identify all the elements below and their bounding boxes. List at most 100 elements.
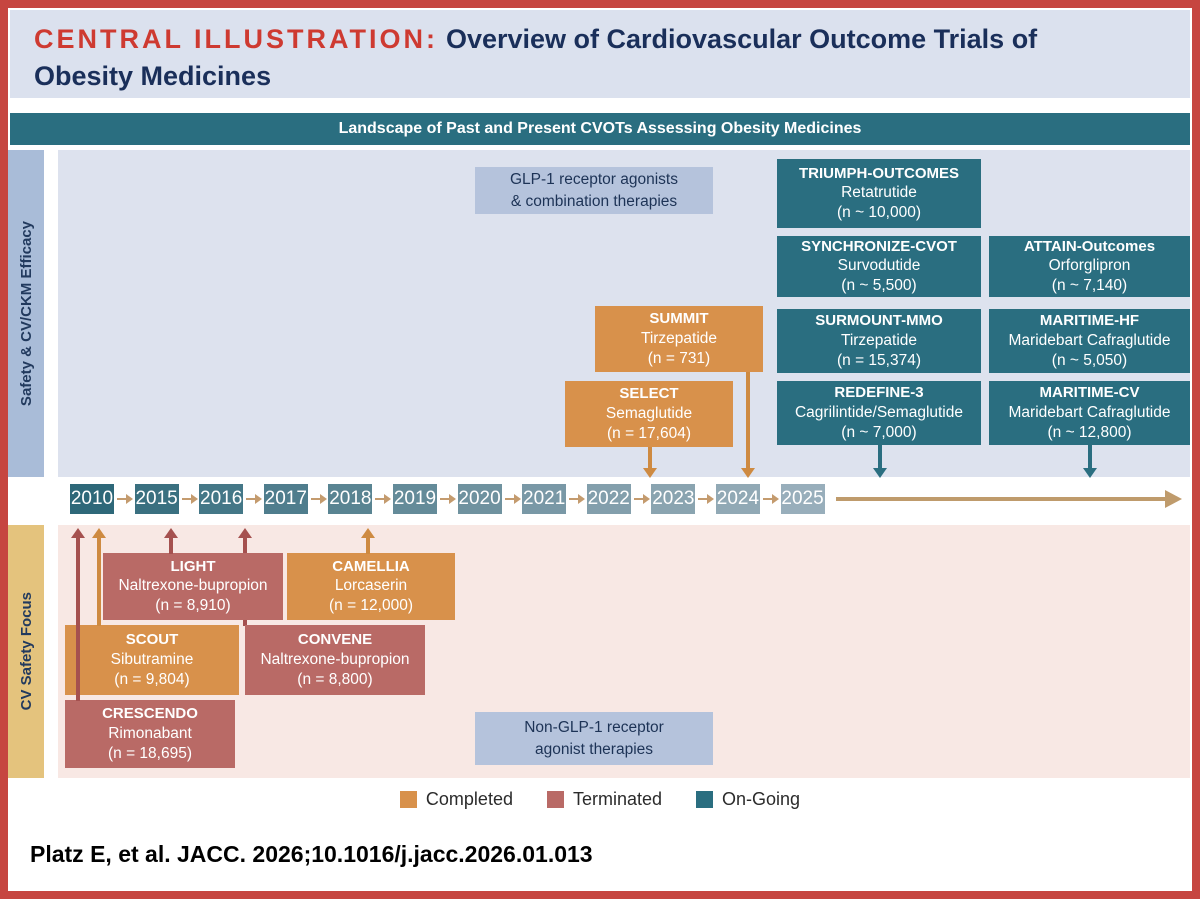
trial-drug: Survodutide <box>837 257 921 275</box>
central-illustration-label: CENTRAL ILLUSTRATION: <box>34 24 438 54</box>
legend-item-terminated: Terminated <box>546 789 663 810</box>
trial-box-redefine-3: REDEFINE-3 Cagrilintide/Semaglutide (n ~… <box>777 381 981 445</box>
trial-n: (n = 8,800) <box>297 670 373 688</box>
sidebar-label-cv-safety-text: CV Safety Focus <box>17 592 35 711</box>
section-banner: Landscape of Past and Present CVOTs Asse… <box>10 113 1190 145</box>
status-legend: Completed Terminated On-Going <box>0 789 1200 810</box>
trial-drug: Naltrexone-bupropion <box>118 577 268 595</box>
trial-n: (n = 9,804) <box>114 670 190 688</box>
figure-title: CENTRAL ILLUSTRATION:Overview of Cardiov… <box>10 10 1139 96</box>
right-arrow-icon <box>246 494 263 503</box>
trial-n: (n = 8,910) <box>155 597 231 615</box>
right-arrow-icon <box>439 494 456 503</box>
right-arrow-icon <box>375 494 392 503</box>
crescendo-up-arrow-icon <box>71 528 84 701</box>
trial-name: TRIUMPH-OUTCOMES <box>799 164 959 182</box>
terminated-swatch-icon <box>546 791 564 808</box>
timeline: 2010 2015 2016 2017 2018 2019 2020 2021 … <box>70 484 845 514</box>
timeline-year-2018: 2018 <box>328 484 373 514</box>
trial-box-surmount-mmo: SURMOUNT-MMO Tirzepatide (n = 15,374) <box>777 309 981 373</box>
trial-n: (n ~ 5,500) <box>841 277 917 295</box>
trial-name: LIGHT <box>170 557 216 575</box>
sidebar-label-efficacy: Safety & CV/CKM Efficacy <box>8 150 44 477</box>
glp1-label-line1: GLP-1 receptor agonists <box>509 170 678 188</box>
citation: Platz E, et al. JACC. 2026;10.1016/j.jac… <box>30 841 593 867</box>
trial-box-attain-outcomes: ATTAIN-Outcomes Orforglipron (n ~ 7,140) <box>989 236 1190 297</box>
trial-drug: Orforglipron <box>1048 257 1131 275</box>
timeline-year-2022: 2022 <box>586 484 631 514</box>
title-band: CENTRAL ILLUSTRATION:Overview of Cardiov… <box>10 10 1190 98</box>
right-arrow-icon <box>569 494 586 503</box>
trial-n: (n ~ 12,800) <box>1047 423 1132 441</box>
timeline-future-arrow-icon <box>836 490 1182 507</box>
figure-title-text: Overview of Cardiovascular Outcome Trial… <box>34 24 1038 92</box>
trial-n: (n = 12,000) <box>328 597 414 615</box>
trial-box-select: SELECT Semaglutide (n = 17,604) <box>565 381 733 447</box>
non-glp1-label-line2: agonist therapies <box>534 740 654 758</box>
trial-name: SUMMIT <box>649 310 709 328</box>
legend-label: Terminated <box>572 789 663 809</box>
timeline-year-2019: 2019 <box>392 484 437 514</box>
trial-n: (n ~ 10,000) <box>836 204 922 222</box>
trial-name: CONVENE <box>297 631 373 649</box>
trial-name: SELECT <box>619 385 679 403</box>
trial-n: (n = 731) <box>647 349 711 367</box>
ongoing-swatch-icon <box>696 791 714 808</box>
trial-name: CAMELLIA <box>332 557 410 575</box>
trial-drug: Semaglutide <box>605 404 693 422</box>
legend-item-ongoing: On-Going <box>696 789 800 810</box>
timeline-year-2016: 2016 <box>199 484 244 514</box>
timeline-year-2020: 2020 <box>457 484 502 514</box>
redefine-down-arrow-icon <box>873 445 886 478</box>
non-glp1-category-label: Non-GLP-1 receptor agonist therapies <box>475 712 713 765</box>
camellia-up-arrow-icon <box>361 528 374 554</box>
right-arrow-icon <box>504 494 521 503</box>
trial-drug: Rimonabant <box>108 724 192 742</box>
legend-label: Completed <box>425 789 513 809</box>
trial-n: (n = 18,695) <box>107 744 193 762</box>
glp1-label-line2: & combination therapies <box>510 192 678 210</box>
legend-item-completed: Completed <box>399 789 513 810</box>
trial-drug: Retatrutide <box>841 184 917 202</box>
trial-drug: Cagrilintide/Semaglutide <box>794 403 963 421</box>
legend-label: On-Going <box>722 789 801 809</box>
trial-n: (n ~ 7,140) <box>1051 277 1128 295</box>
select-down-arrow-icon <box>643 447 656 478</box>
trial-drug: Tirzepatide <box>640 329 718 347</box>
right-arrow-icon <box>633 494 650 503</box>
right-arrow-icon <box>117 494 133 503</box>
trial-drug: Sibutramine <box>110 650 194 668</box>
sidebar-label-efficacy-text: Safety & CV/CKM Efficacy <box>17 220 35 407</box>
trial-box-convene: CONVENE Naltrexone-bupropion (n = 8,800) <box>245 625 425 695</box>
scout-up-arrow-icon <box>92 528 105 626</box>
trial-name: MARITIME-CV <box>1039 384 1140 402</box>
trial-box-camellia: CAMELLIA Lorcaserin (n = 12,000) <box>287 553 455 620</box>
timeline-year-2017: 2017 <box>263 484 308 514</box>
trial-name: SURMOUNT-MMO <box>815 312 943 330</box>
right-arrow-icon <box>181 494 198 503</box>
trial-box-maritime-cv: MARITIME-CV Maridebart Cafraglutide (n ~… <box>989 381 1190 445</box>
right-arrow-icon <box>310 494 327 503</box>
trial-name: MARITIME-HF <box>1039 312 1140 330</box>
timeline-year-2010: 2010 <box>70 484 114 514</box>
trial-drug: Lorcaserin <box>334 577 408 595</box>
trial-drug: Maridebart Cafraglutide <box>1008 331 1171 349</box>
trial-drug: Naltrexone-bupropion <box>260 650 410 668</box>
trial-box-synchronize-cvot: SYNCHRONIZE-CVOT Survodutide (n ~ 5,500) <box>777 236 981 297</box>
trial-drug: Tirzepatide <box>840 331 918 349</box>
trial-n: (n ~ 5,050) <box>1051 351 1128 369</box>
banner-text: Landscape of Past and Present CVOTs Asse… <box>338 120 862 137</box>
glp1-category-label: GLP-1 receptor agonists & combination th… <box>475 167 713 214</box>
trial-n: (n = 17,604) <box>606 424 692 442</box>
timeline-year-2025: 2025 <box>780 484 825 514</box>
trial-n: (n = 15,374) <box>836 351 922 369</box>
right-arrow-icon <box>698 494 715 503</box>
trial-name: SYNCHRONIZE-CVOT <box>801 237 957 255</box>
summit-down-arrow-icon <box>741 372 754 478</box>
completed-swatch-icon <box>399 791 417 808</box>
trial-box-scout: SCOUT Sibutramine (n = 9,804) <box>65 625 239 695</box>
timeline-year-2023: 2023 <box>651 484 696 514</box>
trial-name: SCOUT <box>125 631 179 649</box>
sidebar-label-cv-safety: CV Safety Focus <box>8 525 44 778</box>
